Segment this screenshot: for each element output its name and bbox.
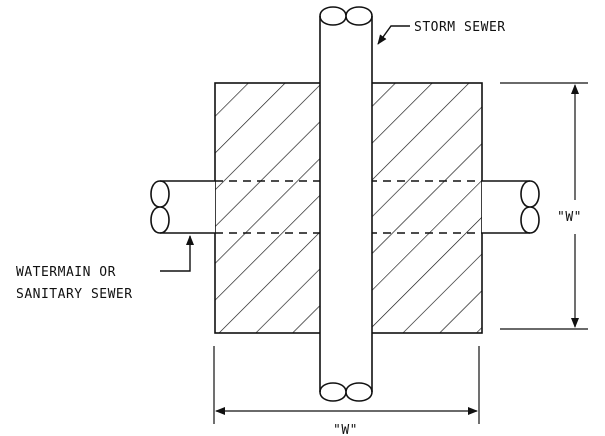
watermain-label-line2: SANITARY SEWER bbox=[16, 287, 133, 302]
top-pipe-break bbox=[319, 6, 373, 17]
storm-sewer-label: STORM SEWER bbox=[414, 20, 506, 35]
horizontal-dimension-label: "W" bbox=[333, 423, 358, 436]
watermain-label-line1: WATERMAIN OR bbox=[16, 265, 116, 280]
storm-sewer-pipe bbox=[319, 6, 373, 402]
horizontal-dimension bbox=[213, 346, 480, 424]
vertical-dimension-label: "W" bbox=[557, 210, 582, 225]
watermain-leader bbox=[160, 235, 194, 272]
storm-sewer-leader bbox=[377, 25, 410, 45]
watermain-pipe bbox=[150, 180, 540, 234]
vertical-dimension bbox=[500, 82, 588, 330]
left-pipe-break bbox=[150, 180, 161, 234]
